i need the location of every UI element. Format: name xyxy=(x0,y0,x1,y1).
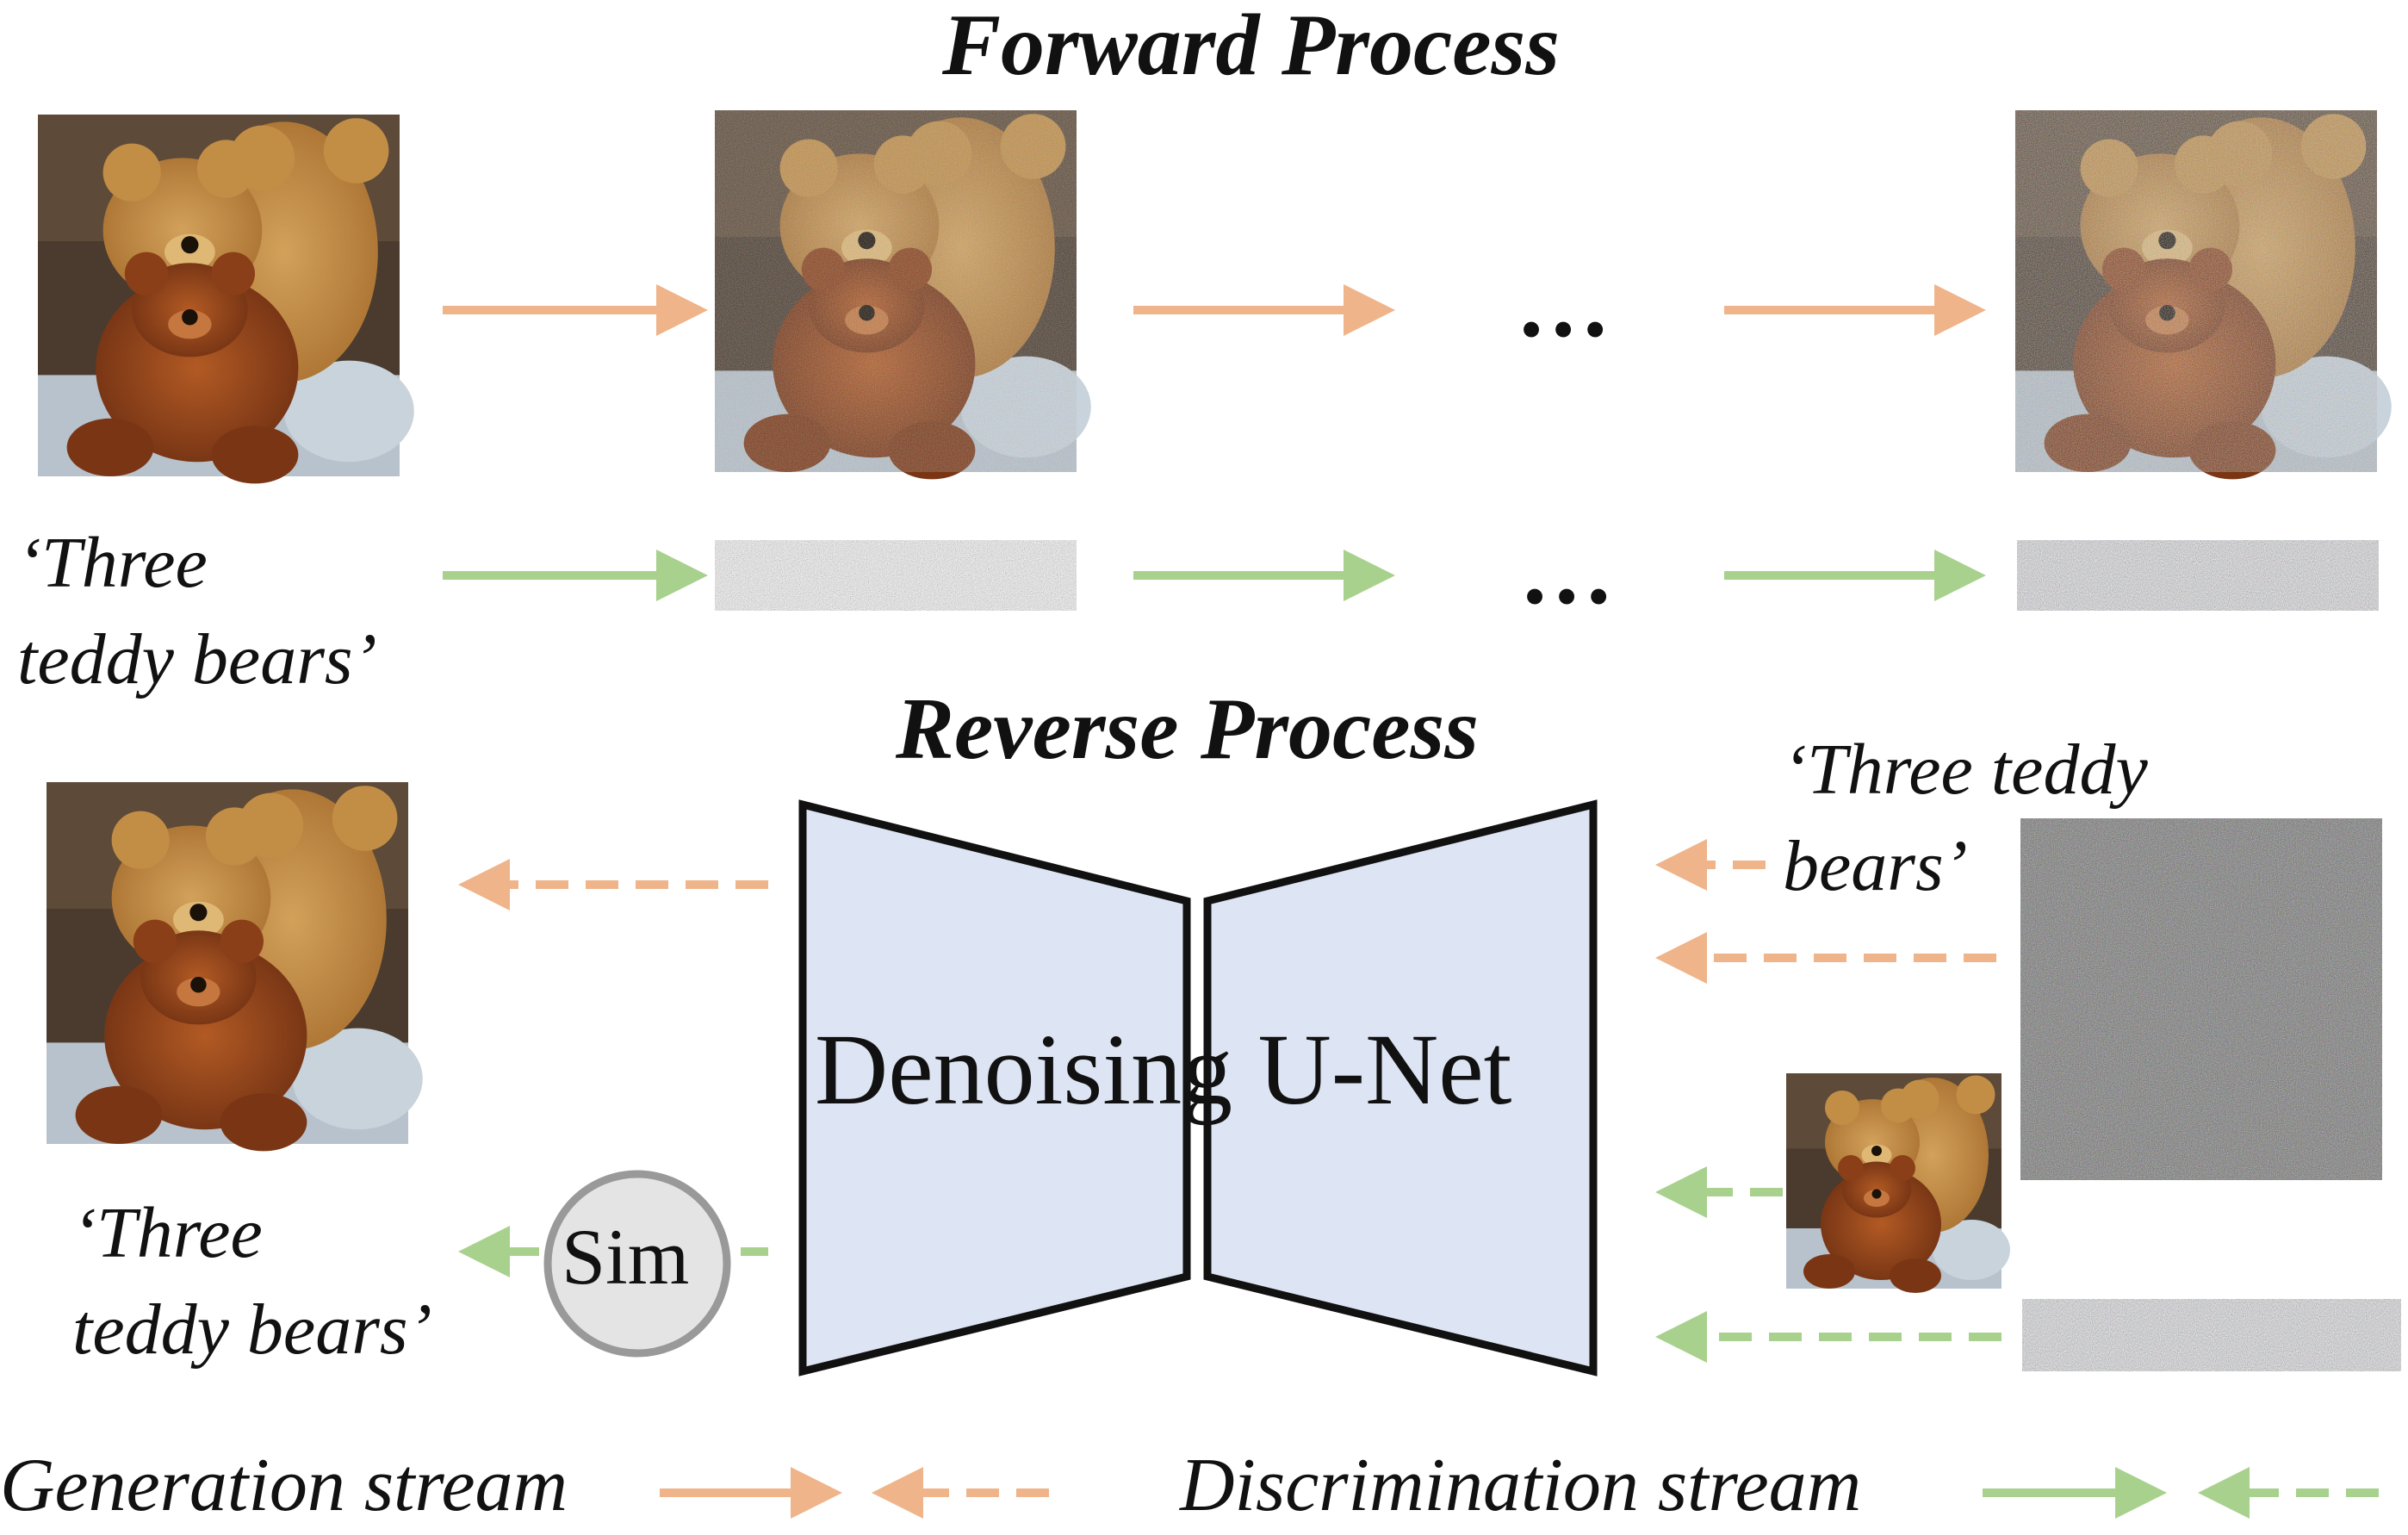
forward-text-embedding-1 xyxy=(715,540,1077,611)
legend-discrimination-label: Discrimination stream xyxy=(1180,1444,1862,1527)
reverse-generation-arrows xyxy=(458,839,1996,984)
forward-text-caption-line1: ‘Three xyxy=(17,523,208,603)
reverse-input-caption: ‘Three teddy bears’ xyxy=(1783,722,2148,915)
sim-label: Sim xyxy=(562,1213,690,1301)
output-text-caption-line2: teddy bears’ xyxy=(72,1290,432,1370)
forward-text-caption: ‘Three teddy bears’ xyxy=(17,515,377,708)
reverse-discrimination-arrows xyxy=(458,1166,2001,1363)
reverse-clean-image-input xyxy=(1786,1073,2010,1293)
forward-noisy-image-t xyxy=(2015,110,2392,480)
forward-clean-image xyxy=(38,115,414,484)
unet-label: Denoising U-Net xyxy=(815,1013,1512,1126)
reverse-input-caption-line2: bears’ xyxy=(1783,826,1968,906)
reverse-input-caption-line1: ‘Three teddy xyxy=(1783,730,2148,810)
reverse-process-title: Reverse Process xyxy=(896,680,1479,778)
legend-discrimination-arrows xyxy=(1983,1467,2379,1519)
forward-noisy-image-1 xyxy=(715,110,1091,480)
sim-circle xyxy=(543,1170,731,1358)
unet-decoder xyxy=(1203,799,1598,1377)
output-text-caption: ‘Three teddy bears’ xyxy=(72,1185,432,1378)
reverse-text-noise-input xyxy=(2022,1299,2401,1371)
forward-text-caption-line2: teddy bears’ xyxy=(17,619,377,699)
reverse-output-image xyxy=(47,782,423,1152)
unet-encoder xyxy=(798,799,1191,1377)
forward-process-title: Forward Process xyxy=(942,0,1560,94)
forward-text-arrows xyxy=(443,550,1986,601)
legend-generation-arrows xyxy=(660,1467,1049,1519)
denoising-unet xyxy=(798,799,1598,1377)
forward-image-arrows xyxy=(443,284,1986,336)
forward-image-ellipsis: … xyxy=(1516,252,1617,357)
output-text-caption-line1: ‘Three xyxy=(72,1193,263,1273)
legend-generation-label: Generation stream xyxy=(0,1444,568,1527)
forward-text-embedding-t xyxy=(2017,540,2379,611)
reverse-noise-input xyxy=(2020,818,2382,1180)
forward-text-ellipsis: … xyxy=(1519,519,1621,624)
